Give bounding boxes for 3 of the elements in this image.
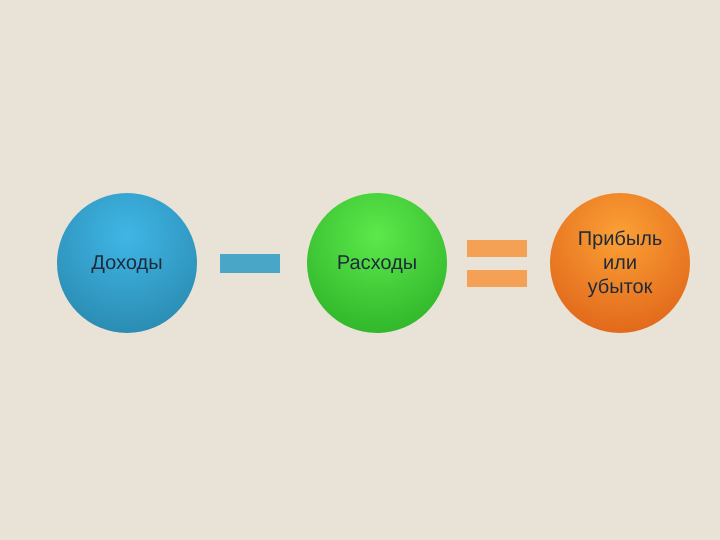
node-label: Расходы: [336, 251, 418, 275]
node-label: Доходы: [91, 251, 163, 275]
node-label: Прибыль или убыток: [576, 227, 664, 299]
